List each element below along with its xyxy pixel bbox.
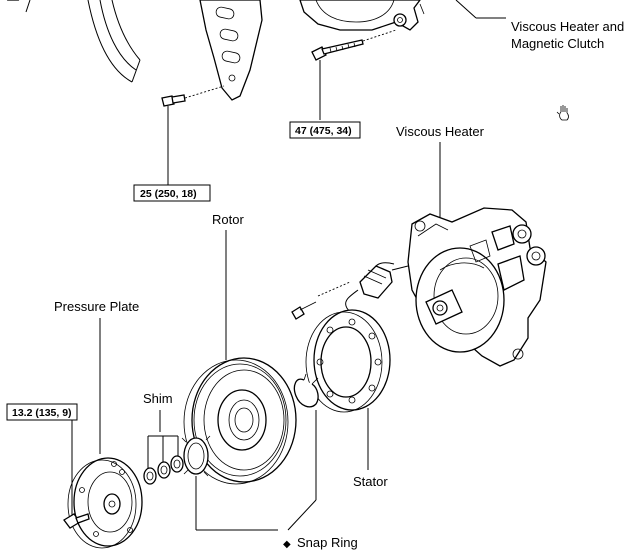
label-pressure-plate: Pressure Plate bbox=[54, 299, 139, 314]
snap-ring-lower bbox=[181, 435, 211, 477]
label-snap-ring: Snap Ring bbox=[297, 535, 358, 550]
label-stator: Stator bbox=[353, 474, 388, 489]
heater-housing-top bbox=[299, 0, 425, 31]
torque-box-left bbox=[133, 184, 211, 202]
snap-ring-callout bbox=[195, 410, 317, 531]
label-viscous-heater-clutch-line1: Viscous Heater and bbox=[511, 19, 624, 34]
upper-bolt bbox=[311, 29, 397, 120]
hand-cursor-icon bbox=[556, 105, 569, 121]
rotor-pulley bbox=[183, 230, 297, 485]
snap-ring-upper bbox=[293, 373, 319, 408]
electrical-connector bbox=[291, 262, 409, 320]
label-rotor: Rotor bbox=[212, 212, 244, 227]
label-shim: Shim bbox=[143, 391, 173, 406]
shims bbox=[143, 410, 184, 485]
torque-spec-plate-bolt: 13.2 (135, 9) bbox=[12, 407, 72, 419]
snap-ring-diamond-icon: ◆ bbox=[283, 539, 291, 550]
drive-belt bbox=[6, 0, 141, 83]
stator bbox=[305, 309, 391, 470]
torque-box-plate bbox=[6, 403, 78, 421]
torque-spec-upper-bolt: 47 (475, 34) bbox=[295, 125, 352, 137]
bracket-bolt bbox=[161, 85, 225, 185]
torque-spec-left-bolt: 25 (250, 18) bbox=[140, 188, 197, 200]
clutch-leader-line bbox=[455, 0, 477, 19]
label-viscous-heater: Viscous Heater bbox=[396, 124, 485, 139]
pressure-plate bbox=[67, 318, 143, 549]
label-viscous-heater-clutch-line2: Magnetic Clutch bbox=[511, 36, 604, 51]
mounting-bracket bbox=[199, 0, 263, 101]
viscous-heater-unit bbox=[407, 142, 547, 367]
torque-box-upper bbox=[289, 121, 361, 139]
plate-bolt bbox=[63, 420, 90, 529]
